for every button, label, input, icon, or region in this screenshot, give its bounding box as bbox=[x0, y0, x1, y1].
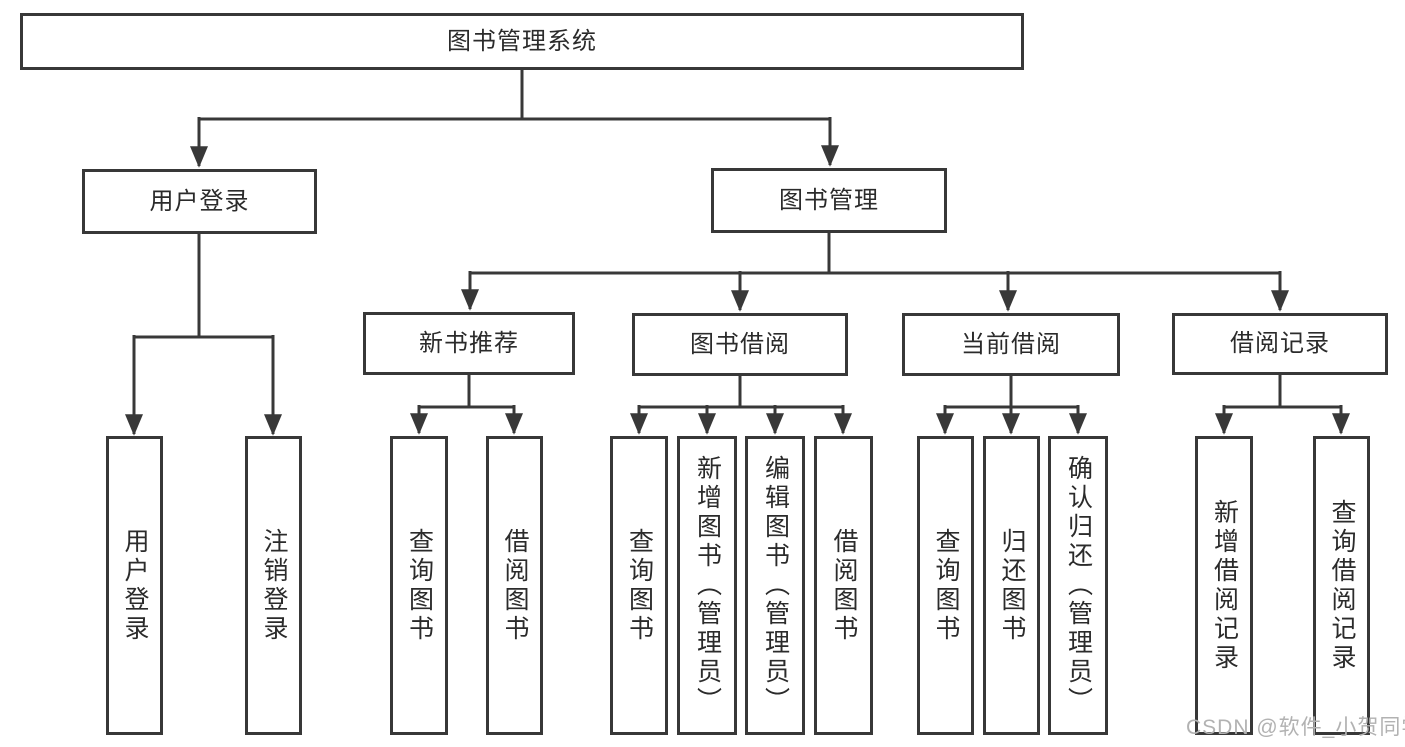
node-current-borrowing: 当前借阅 bbox=[902, 313, 1120, 376]
leaf-borrow-add-books-admin: 新增图书（管理员） bbox=[677, 436, 737, 735]
leaf-current-query-books: 查询图书 bbox=[917, 436, 974, 735]
leaf-current-return-books: 归还图书 bbox=[983, 436, 1040, 735]
leaf-newbook-query-books: 查询图书 bbox=[390, 436, 448, 735]
leaf-logout: 注销登录 bbox=[245, 436, 302, 735]
leaf-record-add-borrow-record: 新增借阅记录 bbox=[1195, 436, 1253, 735]
node-new-book-recommendation: 新书推荐 bbox=[363, 312, 575, 375]
leaf-record-query-borrow-record: 查询借阅记录 bbox=[1313, 436, 1370, 735]
node-book-borrowing: 图书借阅 bbox=[632, 313, 848, 376]
leaf-newbook-borrow-books: 借阅图书 bbox=[486, 436, 543, 735]
node-user-login: 用户登录 bbox=[82, 169, 317, 234]
node-book-management: 图书管理 bbox=[711, 168, 947, 233]
leaf-user-login: 用户登录 bbox=[106, 436, 163, 735]
leaf-borrow-borrow-books: 借阅图书 bbox=[814, 436, 873, 735]
leaf-borrow-edit-books-admin: 编辑图书（管理员） bbox=[745, 436, 805, 735]
node-borrowing-records: 借阅记录 bbox=[1172, 313, 1388, 375]
leaf-borrow-query-books: 查询图书 bbox=[610, 436, 668, 735]
csdn-watermark: CSDN @软件_小贺同学 bbox=[1186, 716, 1405, 739]
leaf-current-confirm-return-admin: 确认归还（管理员） bbox=[1048, 436, 1108, 735]
node-library-management-system: 图书管理系统 bbox=[20, 13, 1024, 70]
